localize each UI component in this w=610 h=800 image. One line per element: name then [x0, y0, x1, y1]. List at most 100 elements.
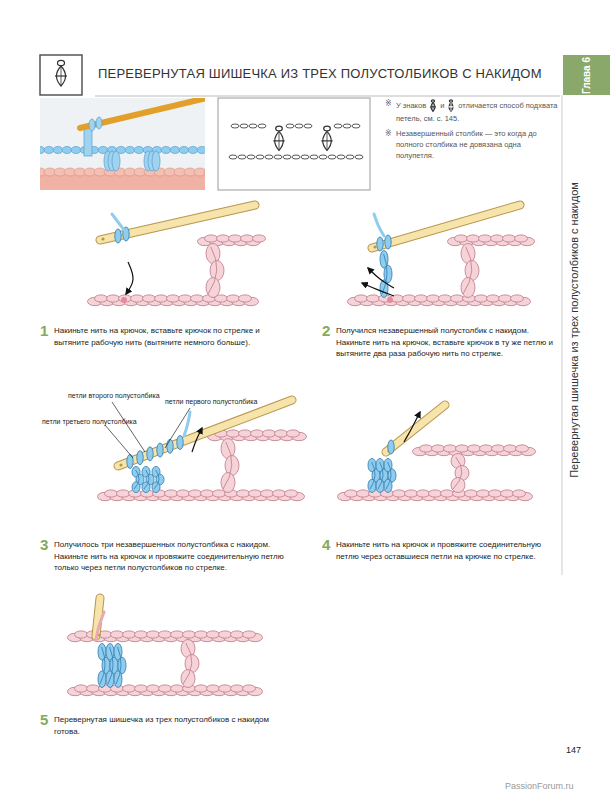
- watermark: PassionForum.ru: [505, 781, 574, 792]
- stitch-strand: [223, 442, 232, 489]
- stitch-strand: [100, 647, 105, 684]
- chain-symbol: [229, 155, 237, 159]
- chain-loop: [516, 445, 529, 452]
- step-2-illustration: [348, 205, 535, 306]
- note-mark: ※: [385, 99, 392, 109]
- chain-loop: [177, 490, 190, 497]
- stitch-strand: [183, 643, 192, 684]
- note-fragment: У знаков: [396, 101, 440, 110]
- photo-loop: [96, 117, 102, 129]
- chain-loop: [479, 235, 492, 242]
- chain-symbol: [343, 124, 351, 128]
- chain-loop: [239, 430, 252, 437]
- symbol-box: [40, 55, 82, 95]
- chain-loop: [147, 631, 160, 638]
- chain-loop: [165, 490, 178, 497]
- symbol-stem: [327, 131, 328, 150]
- insert-point: [387, 297, 393, 303]
- chain-loop: [403, 295, 416, 302]
- chain-symbol: [334, 124, 342, 128]
- chain-loop: [191, 295, 204, 302]
- chain-loop: [511, 295, 524, 302]
- symbol-stem: [433, 102, 434, 111]
- photo-chain: [44, 147, 54, 154]
- symbol-stem: [279, 131, 280, 150]
- chain-loop: [75, 685, 88, 692]
- chain-loop: [261, 490, 274, 497]
- hook: [372, 205, 520, 248]
- yarn-loop: [167, 439, 173, 453]
- chain-loop: [219, 631, 232, 638]
- chain-loop: [432, 445, 445, 452]
- yarn-loop: [137, 451, 143, 465]
- step-3-illustration: [98, 400, 307, 501]
- photo-chain: [134, 147, 144, 154]
- note-block: У знаковиотличается способ подхвата пете…: [396, 99, 559, 125]
- chain-loop: [241, 235, 254, 242]
- chain-loop: [229, 235, 242, 242]
- callout-label: петли первого полустолбика: [165, 398, 257, 406]
- chain-symbol: [247, 155, 255, 159]
- step-text: Перевернутая шишечка из трех полустолбик…: [54, 714, 289, 737]
- hook-throat: [119, 463, 122, 466]
- stitch-strand: [463, 247, 472, 294]
- chain-loop: [285, 490, 298, 497]
- chain-symbol: [346, 155, 354, 159]
- chain-loop: [189, 490, 202, 497]
- working-yarn: [112, 214, 124, 230]
- step-4-illustration: [338, 405, 536, 501]
- photo-bobble: [152, 151, 160, 171]
- step-number: 5: [40, 711, 48, 729]
- direction-arrow: [368, 268, 394, 288]
- chain-loop: [489, 490, 502, 497]
- hook: [118, 400, 292, 466]
- direction-arrow: [192, 428, 202, 452]
- hook-throat: [101, 237, 104, 240]
- chain-loop: [75, 631, 88, 638]
- chain-loop: [273, 490, 286, 497]
- stitch-loop: [451, 478, 465, 493]
- chain-loop: [159, 631, 172, 638]
- stitch-strand: [154, 470, 159, 489]
- photo-chain: [170, 147, 180, 154]
- chain-symbol: [295, 124, 303, 128]
- chain-loop: [87, 685, 100, 692]
- chain-symbol: [249, 124, 257, 128]
- note-text: У знаков: [396, 101, 426, 110]
- chain-symbol: [240, 124, 248, 128]
- yarn-loop: [127, 454, 133, 468]
- header: [40, 55, 562, 575]
- chain-loop: [167, 295, 180, 302]
- chain-loop: [131, 295, 144, 302]
- chain-symbol: [304, 124, 312, 128]
- yarn-loop: [157, 443, 163, 457]
- stitch-loop: [221, 473, 235, 493]
- stitch-strand: [382, 254, 387, 294]
- chain-symbol: [256, 155, 264, 159]
- symbol-loop: [324, 126, 331, 131]
- chain-loop: [201, 490, 214, 497]
- chain-loop: [243, 631, 256, 638]
- yarn-loop: [147, 447, 153, 461]
- chain-loop: [107, 295, 120, 302]
- chain-loop: [441, 490, 454, 497]
- chain-symbol: [238, 155, 246, 159]
- chain-loop: [117, 490, 130, 497]
- chain-loop: [357, 490, 370, 497]
- leader-line: [112, 402, 145, 452]
- leader-line: [105, 425, 133, 458]
- symbol-lens: [431, 102, 435, 111]
- chain-symbol: [283, 155, 291, 159]
- note-text: и: [440, 101, 444, 110]
- callout-label: петли второго полустолбика: [68, 392, 160, 400]
- symbol-loop: [58, 60, 65, 65]
- yarn-loop: [377, 237, 383, 251]
- hook-outline: [372, 205, 520, 248]
- chart-frame: [218, 98, 370, 190]
- hook: [100, 205, 255, 240]
- chain-symbol: [286, 124, 294, 128]
- stitch-symbol: [428, 99, 438, 113]
- chain-loop: [367, 295, 380, 302]
- symbol-stem: [451, 102, 452, 111]
